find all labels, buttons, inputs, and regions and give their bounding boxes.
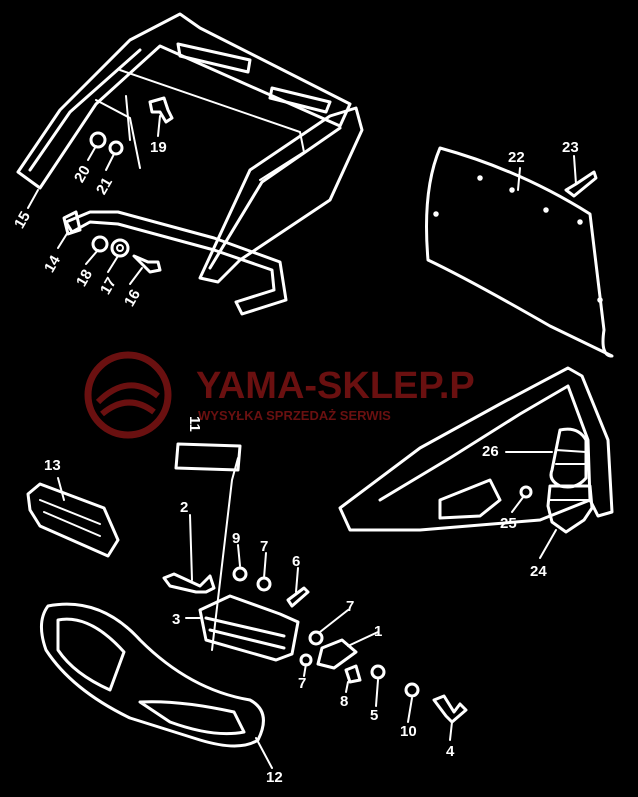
callout-13: 13	[44, 457, 61, 474]
callout-2: 2	[180, 499, 188, 516]
part-20-grommet	[89, 131, 107, 149]
callout-12: 12	[266, 769, 283, 786]
callout-9: 9	[232, 530, 240, 547]
watermark: YAMA-SKLEP.P WYSYŁKA SPRZEDAŻ SERWIS	[84, 351, 475, 439]
watermark-logo-mark	[95, 382, 160, 417]
part-3-mount	[198, 594, 300, 662]
callout-10: 10	[400, 723, 417, 740]
callout-15: 15	[11, 209, 34, 232]
callout-19: 19	[150, 139, 167, 156]
callouts: 1 2 3 4 5 6 7 7 7 8 9 10 11 12 13 14 15 …	[11, 139, 579, 786]
callout-22: 22	[508, 149, 525, 166]
part-25-bolt	[519, 485, 533, 499]
part-12-cover	[40, 602, 265, 748]
leader-lines	[27, 115, 577, 769]
callout-3: 3	[172, 611, 180, 628]
callout-11: 11	[186, 416, 203, 432]
part-13-lamp	[26, 482, 120, 558]
watermark-brand: YAMA-SKLEP.P	[196, 365, 475, 407]
part-1-bracket	[316, 638, 358, 670]
part-14-rod	[62, 210, 288, 316]
part-8-screw	[344, 664, 362, 684]
part-16-screw	[132, 254, 162, 274]
callout-24: 24	[530, 563, 547, 580]
part-21-washer	[108, 140, 124, 156]
watermark-logo-icon	[84, 351, 172, 439]
callout-21: 21	[93, 175, 116, 198]
callout-1: 1	[374, 623, 382, 640]
callout-8: 8	[340, 693, 348, 710]
part-9-nut	[232, 566, 248, 582]
part-23-bolt	[564, 170, 598, 198]
callout-25: 25	[500, 515, 517, 532]
part-4-bolt	[432, 694, 468, 724]
callout-7b: 7	[346, 598, 354, 615]
callout-16: 16	[121, 287, 144, 310]
callout-5: 5	[370, 707, 378, 724]
part-7-washer-a	[256, 576, 272, 592]
callout-20: 20	[71, 163, 94, 186]
callout-18: 18	[73, 267, 96, 290]
part-22-windshield	[425, 146, 614, 358]
part-cowl-housing	[338, 366, 614, 534]
part-6-spring	[286, 586, 310, 608]
part-2-bracket	[162, 572, 216, 594]
callout-17: 17	[97, 275, 120, 298]
part-17-grommet	[110, 238, 130, 258]
part-24-socket	[546, 484, 594, 534]
part-7-washer-b	[308, 630, 324, 646]
callout-7a: 7	[260, 538, 268, 555]
hardware-upper	[89, 95, 174, 274]
callout-26: 26	[482, 443, 499, 460]
callout-23: 23	[562, 139, 579, 156]
callout-14: 14	[41, 252, 64, 276]
part-11-strip	[174, 442, 242, 651]
part-15-frame	[16, 12, 364, 284]
part-5-washer	[370, 664, 386, 680]
part-19-bolt	[148, 96, 174, 124]
callout-7c: 7	[298, 675, 306, 692]
callout-6: 6	[292, 553, 300, 570]
part-26-grommet	[549, 427, 588, 489]
part-18-washer	[91, 235, 109, 253]
watermark-tagline: WYSYŁKA SPRZEDAŻ SERWIS	[198, 408, 391, 423]
callout-4: 4	[446, 743, 455, 760]
part-10-nut	[404, 682, 420, 698]
